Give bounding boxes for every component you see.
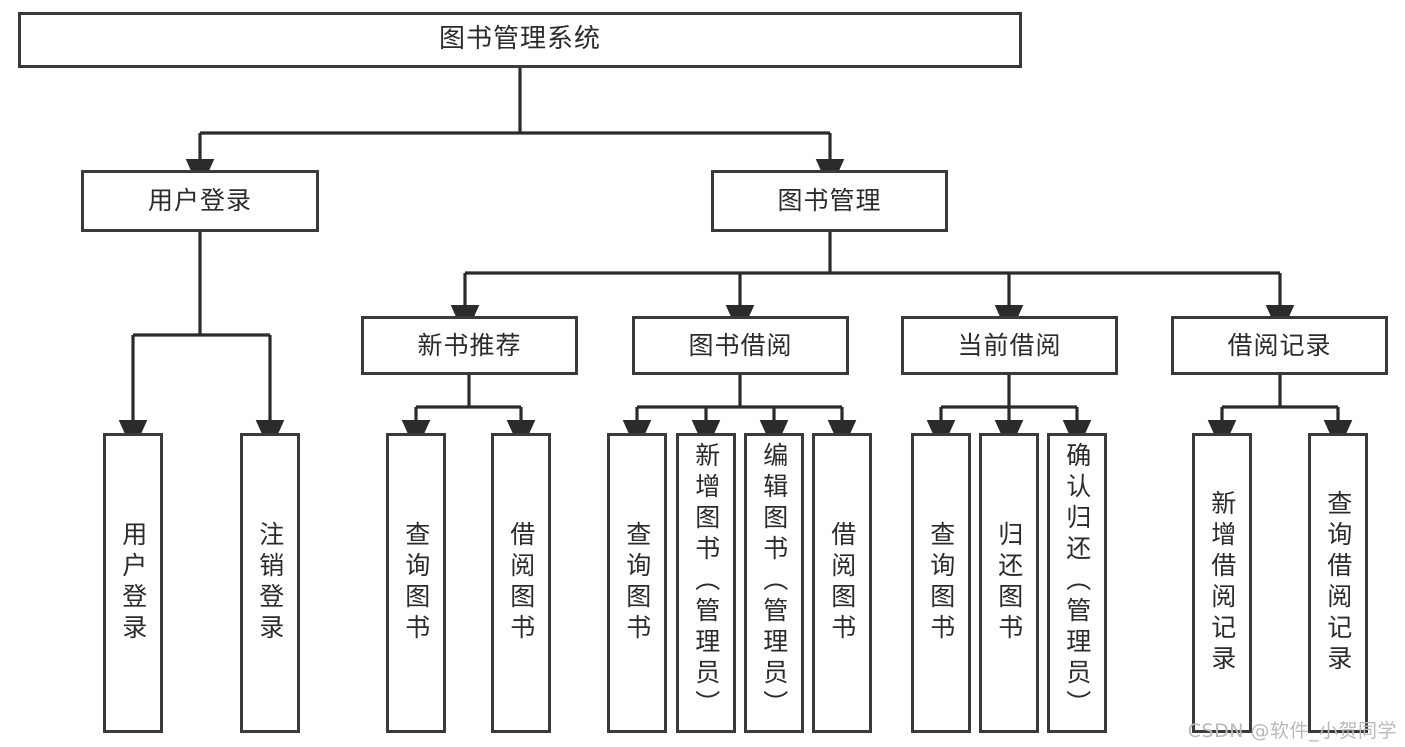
leaf-borrow-book-1-label: 借阅图书 bbox=[506, 521, 536, 645]
node-book-management[interactable]: 图书管理 bbox=[711, 170, 948, 232]
leaf-add-record-label: 新增借阅记录 bbox=[1207, 490, 1237, 676]
leaf-add-book[interactable]: 新增图书（管理员） bbox=[676, 433, 736, 733]
leaf-logout-label: 注销登录 bbox=[255, 521, 285, 645]
csdn-watermark: CSDN @软件_小贺同学 bbox=[1187, 720, 1397, 742]
node-book-borrow[interactable]: 图书借阅 bbox=[632, 316, 849, 375]
node-root[interactable]: 图书管理系统 bbox=[18, 12, 1022, 68]
node-book-management-label: 图书管理 bbox=[777, 186, 882, 215]
leaf-query-book-3[interactable]: 查询图书 bbox=[911, 433, 971, 733]
leaf-user-login-label: 用户登录 bbox=[118, 521, 148, 645]
leaf-query-book-1[interactable]: 查询图书 bbox=[386, 433, 446, 733]
node-book-borrow-label: 图书借阅 bbox=[688, 330, 793, 360]
leaf-query-book-1-label: 查询图书 bbox=[401, 521, 431, 645]
leaf-borrow-book-1[interactable]: 借阅图书 bbox=[491, 433, 551, 733]
leaf-return-book[interactable]: 归还图书 bbox=[979, 433, 1039, 733]
leaf-confirm-return-label: 确认归还（管理员） bbox=[1062, 442, 1092, 721]
leaf-return-book-label: 归还图书 bbox=[994, 521, 1024, 645]
node-current-borrow[interactable]: 当前借阅 bbox=[901, 316, 1118, 375]
leaf-user-login[interactable]: 用户登录 bbox=[103, 433, 163, 733]
leaf-query-book-2[interactable]: 查询图书 bbox=[607, 433, 667, 733]
node-user-login[interactable]: 用户登录 bbox=[81, 170, 319, 232]
leaf-query-book-3-label: 查询图书 bbox=[926, 521, 956, 645]
leaf-edit-book-label: 编辑图书（管理员） bbox=[759, 442, 789, 721]
leaf-borrow-book-2[interactable]: 借阅图书 bbox=[812, 433, 872, 733]
node-new-book-recommend-label: 新书推荐 bbox=[417, 330, 522, 360]
leaf-confirm-return[interactable]: 确认归还（管理员） bbox=[1047, 433, 1107, 733]
node-user-login-label: 用户登录 bbox=[147, 186, 252, 215]
leaf-logout[interactable]: 注销登录 bbox=[240, 433, 300, 733]
node-borrow-records[interactable]: 借阅记录 bbox=[1171, 316, 1388, 375]
leaf-add-record[interactable]: 新增借阅记录 bbox=[1192, 433, 1252, 733]
leaf-query-record-label: 查询借阅记录 bbox=[1323, 490, 1353, 676]
leaf-add-book-label: 新增图书（管理员） bbox=[691, 442, 721, 721]
node-borrow-records-label: 借阅记录 bbox=[1227, 330, 1332, 360]
node-root-label: 图书管理系统 bbox=[438, 24, 601, 55]
leaf-borrow-book-2-label: 借阅图书 bbox=[827, 521, 857, 645]
leaf-query-record[interactable]: 查询借阅记录 bbox=[1308, 433, 1368, 733]
node-current-borrow-label: 当前借阅 bbox=[957, 330, 1062, 360]
leaf-query-book-2-label: 查询图书 bbox=[622, 521, 652, 645]
node-new-book-recommend[interactable]: 新书推荐 bbox=[361, 316, 578, 375]
leaf-edit-book[interactable]: 编辑图书（管理员） bbox=[744, 433, 804, 733]
